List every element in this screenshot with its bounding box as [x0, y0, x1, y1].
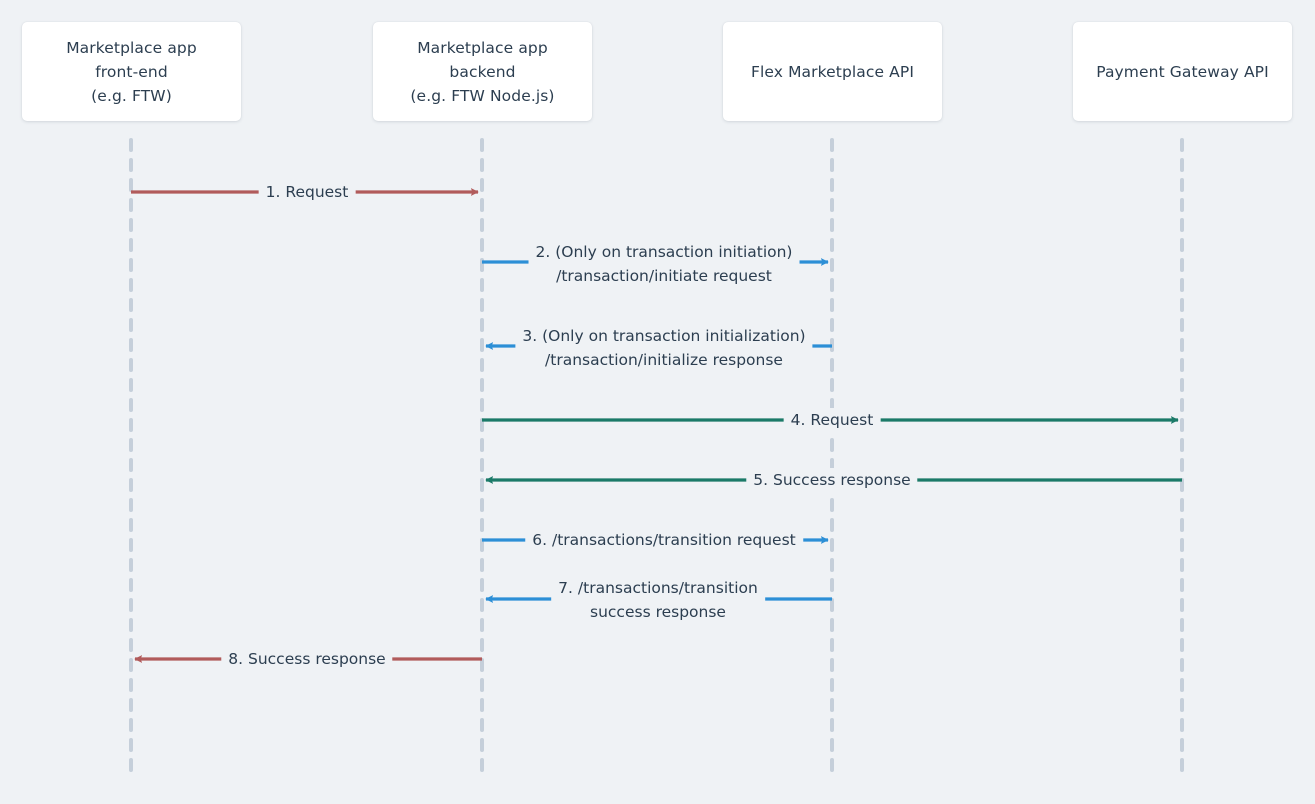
participant-box-flexapi[interactable]: Flex Marketplace API	[723, 22, 942, 121]
participant-box-frontend[interactable]: Marketplace app front-end (e.g. FTW)	[22, 22, 241, 121]
message-label-8: 8. Success response	[221, 647, 393, 671]
participant-label-frontend: Marketplace app front-end (e.g. FTW)	[66, 38, 197, 105]
message-label-1: 1. Request	[258, 180, 356, 204]
message-label-2: 2. (Only on transaction initiation) /tra…	[528, 240, 800, 288]
message-label-5: 5. Success response	[746, 468, 918, 492]
participant-label-backend: Marketplace app backend (e.g. FTW Node.j…	[410, 38, 555, 105]
message-label-3: 3. (Only on transaction initialization) …	[515, 324, 813, 372]
message-label-4: 4. Request	[783, 408, 881, 432]
participant-box-backend[interactable]: Marketplace app backend (e.g. FTW Node.j…	[373, 22, 592, 121]
participant-label-flexapi: Flex Marketplace API	[750, 62, 915, 81]
message-label-7: 7. /transactions/transition success resp…	[551, 576, 765, 624]
participant-box-paymentgw[interactable]: Payment Gateway API	[1073, 22, 1292, 121]
lifelines-group	[129, 138, 1184, 778]
participant-label-paymentgw: Payment Gateway API	[1096, 62, 1269, 81]
message-label-6: 6. /transactions/transition request	[525, 528, 803, 552]
